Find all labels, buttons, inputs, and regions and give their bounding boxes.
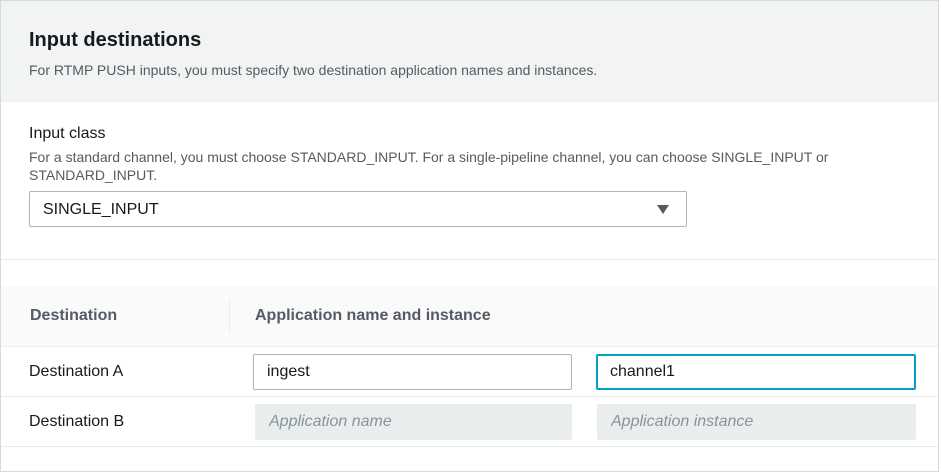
section-header: Input destinations For RTMP PUSH inputs,…	[1, 1, 938, 102]
input-class-label: Input class	[29, 125, 106, 142]
destination-a-label: Destination A	[29, 363, 124, 380]
destination-b-application-name-input[interactable]	[255, 404, 572, 440]
destination-a-application-instance-input[interactable]	[596, 354, 916, 390]
destination-b-label: Destination B	[29, 413, 125, 430]
section-description: For RTMP PUSH inputs, you must specify t…	[29, 62, 598, 78]
input-class-description: For a standard channel, you must choose …	[29, 149, 829, 183]
column-header-application: Application name and instance	[255, 307, 491, 324]
column-header-destination: Destination	[30, 307, 118, 324]
destinations-table-header: Destination Application name and instanc…	[1, 286, 938, 347]
input-class-selected-value: SINGLE_INPUT	[43, 201, 159, 218]
destination-b-application-instance-input[interactable]	[597, 404, 916, 440]
column-separator	[229, 300, 230, 332]
caret-down-icon	[657, 205, 669, 214]
destination-a-application-name-input[interactable]	[253, 354, 572, 390]
table-row-destination-b: Destination B	[1, 397, 938, 447]
section-divider	[1, 259, 938, 260]
table-row-destination-a: Destination A	[1, 347, 938, 397]
input-class-select[interactable]: SINGLE_INPUT	[29, 191, 687, 227]
section-title: Input destinations	[29, 29, 202, 51]
